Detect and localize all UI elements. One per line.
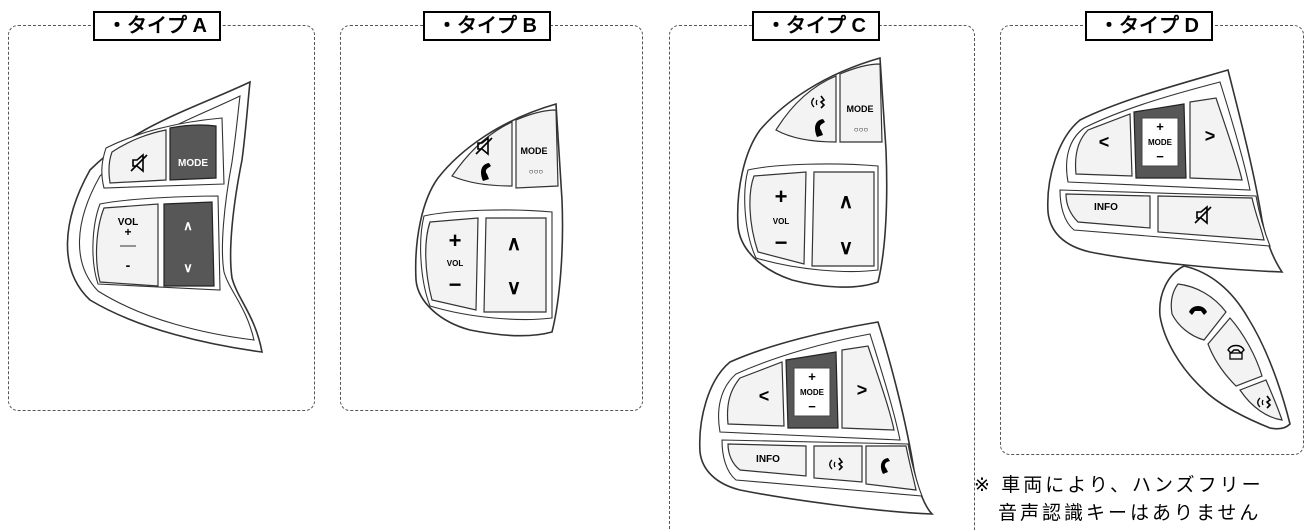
- voice-recognition-icon: [1257, 395, 1272, 409]
- right-button[interactable]: >: [841, 345, 895, 431]
- vol-label: VOL: [118, 217, 139, 228]
- mode-button[interactable]: MODE: [169, 124, 217, 181]
- mode-updown-button[interactable]: + MODE −: [785, 351, 839, 429]
- type-a-switch-unit: MODE VOL + - ∧ ∨: [66, 80, 263, 353]
- mode-label: MODE: [521, 146, 548, 156]
- type-c-lower-switch-unit: < + MODE − > INFO: [698, 321, 935, 515]
- seek-button[interactable]: ∧ ∨: [483, 217, 547, 313]
- info-button[interactable]: INFO: [1065, 193, 1151, 229]
- phone-icon: [481, 163, 491, 181]
- type-d-lower-switch-unit: [1159, 265, 1291, 430]
- vol-label: VOL: [773, 217, 790, 226]
- mode-label: MODE: [847, 104, 874, 114]
- right-arrow-icon: >: [857, 380, 868, 400]
- mode-button[interactable]: MODE ○○○: [839, 63, 883, 143]
- seek-up-icon: ∧: [839, 191, 854, 213]
- seek-down-icon: ∨: [183, 260, 193, 275]
- mode-label: MODE: [1148, 138, 1173, 147]
- volume-up-icon: +: [124, 225, 131, 239]
- mode-up-icon: +: [808, 369, 816, 384]
- voice-call-button[interactable]: [775, 75, 837, 143]
- volume-up-icon: +: [775, 184, 788, 209]
- mute-icon: [130, 153, 148, 173]
- phone-button[interactable]: [865, 445, 917, 491]
- voice-recognition-button[interactable]: [1239, 379, 1283, 421]
- dots-indicator: ○○○: [854, 125, 869, 134]
- mode-label: MODE: [178, 158, 208, 169]
- voice-recognition-button[interactable]: [813, 445, 863, 483]
- seek-button[interactable]: ∧ ∨: [811, 171, 875, 267]
- mute-button[interactable]: [108, 129, 167, 184]
- panel-title-type-d: ・タイプ D: [1085, 11, 1213, 41]
- seek-button[interactable]: ∧ ∨: [163, 201, 215, 287]
- voice-recognition-icon: [829, 457, 844, 471]
- seek-up-icon: ∧: [183, 218, 193, 233]
- note-line-1: ※ 車両により、ハンズフリー: [974, 475, 1264, 496]
- right-arrow-icon: >: [1205, 126, 1216, 146]
- mute-icon: [1194, 205, 1212, 225]
- seek-up-icon: ∧: [507, 233, 522, 255]
- volume-down-icon: −: [449, 272, 462, 297]
- mute-button[interactable]: [1157, 195, 1265, 241]
- type-c-upper-switch-unit: MODE ○○○ + VOL − ∧ ∨: [736, 56, 888, 288]
- mode-down-icon: −: [1156, 149, 1164, 164]
- mode-down-icon: −: [808, 399, 816, 414]
- info-label: INFO: [1094, 202, 1118, 213]
- mode-updown-button[interactable]: + MODE −: [1133, 103, 1187, 179]
- dots-indicator: ○○○: [529, 167, 544, 176]
- phone-icon: [815, 119, 825, 137]
- note-line-2: 音声認識キーはありません: [998, 503, 1262, 524]
- volume-button[interactable]: VOL + -: [95, 203, 159, 287]
- volume-down-icon: −: [775, 230, 788, 255]
- left-arrow-icon: <: [1099, 132, 1110, 152]
- mute-call-button[interactable]: [451, 121, 513, 187]
- volume-button[interactable]: + VOL −: [425, 217, 479, 311]
- left-arrow-icon: <: [759, 386, 770, 406]
- left-button[interactable]: <: [726, 361, 785, 427]
- phone-answer-icon: [1189, 306, 1207, 315]
- call-answer-button[interactable]: [1170, 283, 1227, 341]
- phone-hangup-icon: [1227, 344, 1245, 360]
- left-button[interactable]: <: [1074, 113, 1133, 177]
- panel-title-type-a: ・タイプ A: [93, 11, 221, 41]
- seek-down-icon: ∨: [507, 277, 522, 299]
- seek-down-icon: ∨: [839, 237, 854, 259]
- info-button[interactable]: INFO: [727, 443, 807, 477]
- panel-title-type-b: ・タイプ B: [423, 11, 551, 41]
- info-label: INFO: [756, 454, 780, 465]
- volume-down-icon: -: [126, 257, 131, 273]
- panel-title-type-c: ・タイプ C: [752, 11, 880, 41]
- right-button[interactable]: >: [1189, 97, 1243, 181]
- vol-label: VOL: [447, 259, 464, 268]
- mute-icon: [475, 136, 493, 156]
- volume-button[interactable]: + VOL −: [749, 171, 807, 265]
- type-d-upper-switch-unit: < + MODE − > INFO: [1046, 68, 1284, 273]
- mode-up-icon: +: [1156, 119, 1164, 134]
- mode-button[interactable]: MODE ○○○: [515, 109, 559, 189]
- call-end-button[interactable]: [1207, 317, 1263, 387]
- phone-icon: [880, 458, 890, 474]
- voice-recognition-icon: [811, 95, 826, 109]
- volume-up-icon: +: [449, 228, 462, 253]
- type-b-switch-unit: MODE ○○○ + VOL − ∧ ∨: [414, 102, 564, 337]
- mode-label: MODE: [800, 388, 825, 397]
